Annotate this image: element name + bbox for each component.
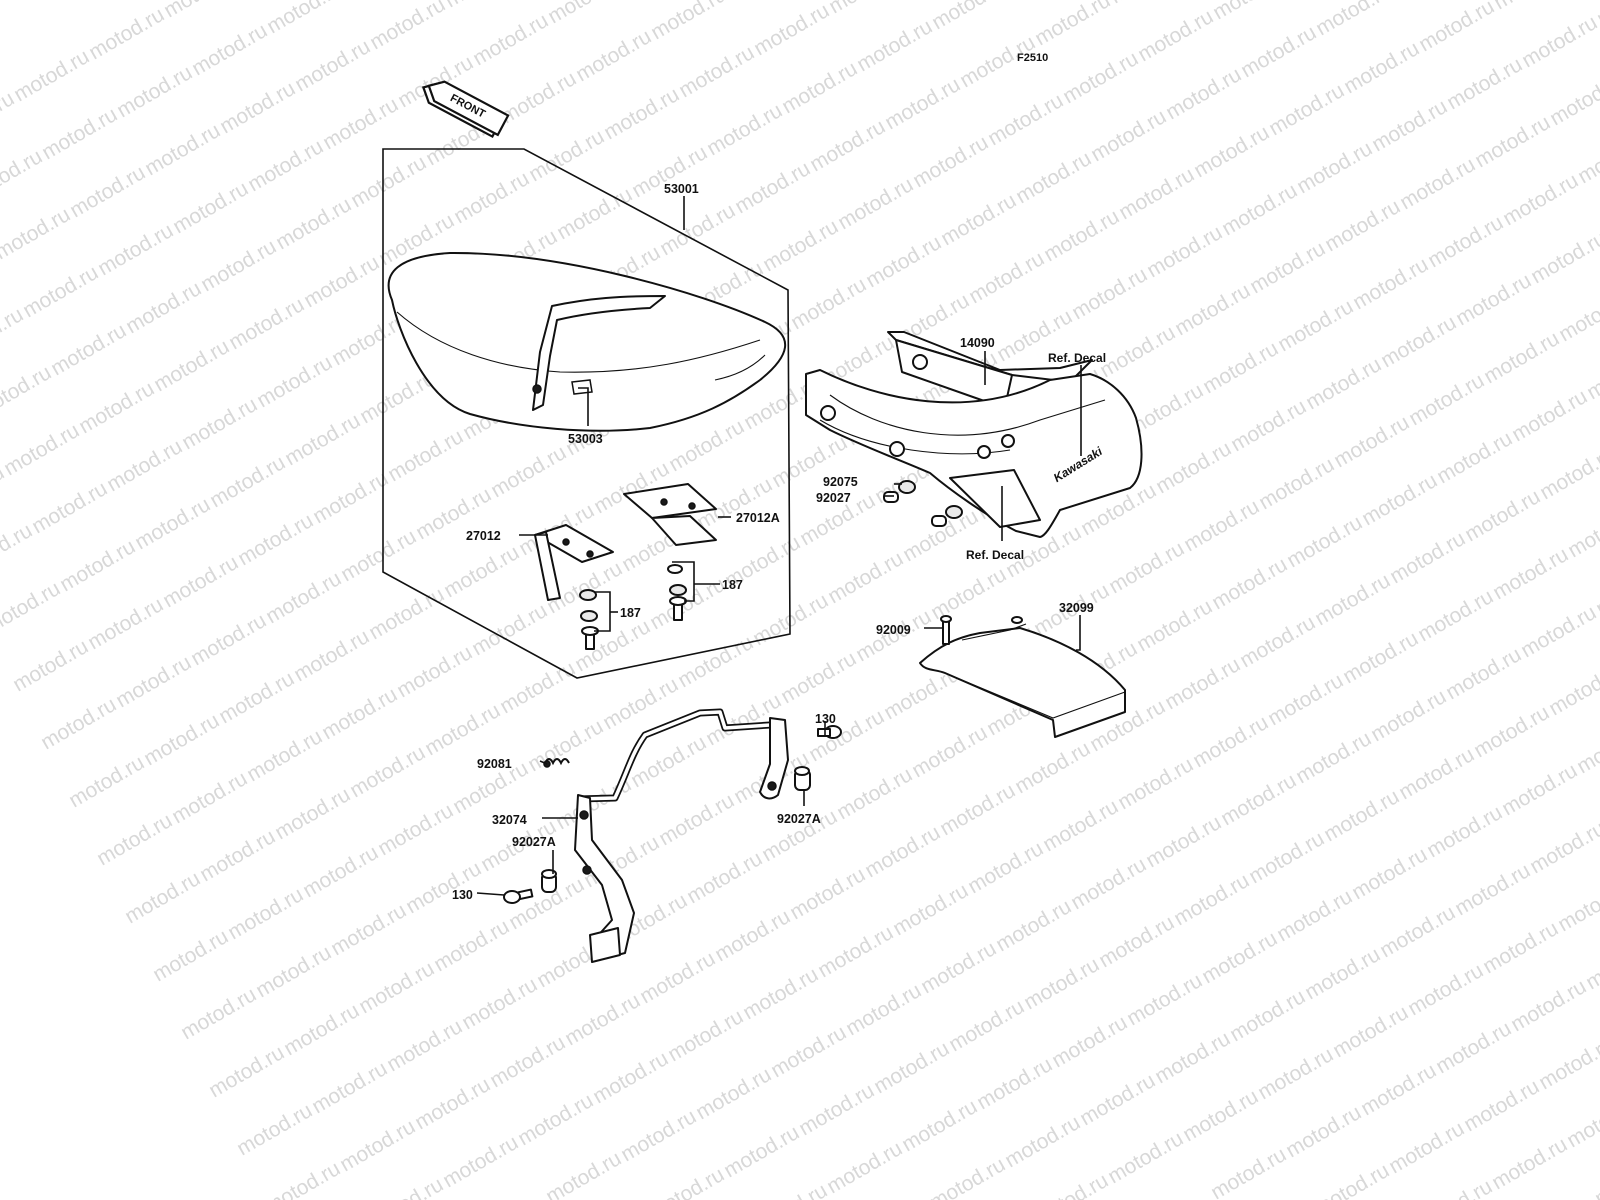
leader-lines [476, 196, 1082, 896]
label-32074: 32074 [492, 813, 527, 827]
bracket-27012A [623, 483, 717, 546]
label-130-right: 130 [815, 712, 836, 726]
label-130-left: 130 [452, 888, 473, 902]
tail-cover-part: Kawasaki [805, 331, 1143, 538]
seat-part [387, 251, 786, 432]
damper-187-right [667, 564, 687, 621]
label-53003: 53003 [568, 432, 603, 446]
label-92081: 92081 [477, 757, 512, 771]
label-92027: 92027 [816, 491, 851, 505]
part-labels: 53001 53003 27012A 27012 187 187 14090 R… [452, 182, 1106, 902]
bracket-27012 [534, 524, 614, 601]
label-27012: 27012 [466, 529, 501, 543]
tray-part [919, 616, 1126, 738]
damper-187-left [579, 589, 599, 650]
rod-bracket-part [574, 708, 789, 963]
label-92075: 92075 [823, 475, 858, 489]
collar-92075 [898, 480, 963, 519]
label-187-right: 187 [722, 578, 743, 592]
collar-92027A-right [794, 766, 811, 791]
collar-92027A-left [541, 869, 557, 893]
label-187-left: 187 [620, 606, 641, 620]
label-92027A-left: 92027A [512, 835, 556, 849]
label-53001: 53001 [664, 182, 699, 196]
figure-code: F2510 [1017, 52, 1048, 64]
front-arrow-icon: FRONT [421, 80, 510, 139]
label-14090: 14090 [960, 336, 995, 350]
seat-assembly-outline [382, 148, 791, 679]
label-ref-decal-bottom: Ref. Decal [966, 548, 1024, 562]
label-92009: 92009 [876, 623, 911, 637]
bolt-92009 [940, 615, 952, 645]
label-32099: 32099 [1059, 601, 1094, 615]
label-27012A: 27012A [736, 511, 780, 525]
label-ref-decal-top: Ref. Decal [1048, 351, 1106, 365]
label-92027A-right: 92027A [777, 812, 821, 826]
bolt-130-right [817, 725, 842, 739]
bolt-130-left [503, 888, 534, 904]
collar-92027 [883, 491, 947, 527]
spring-92081 [543, 758, 570, 768]
